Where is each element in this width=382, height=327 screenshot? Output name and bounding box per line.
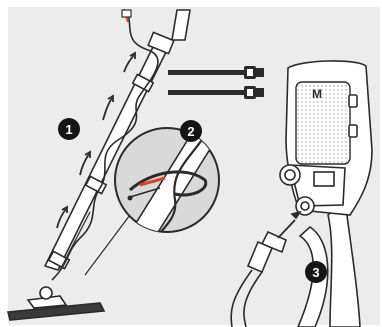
step-number: 3 <box>312 265 319 280</box>
step-badge-3: 3 <box>305 261 327 283</box>
step-number: 1 <box>65 122 72 137</box>
step-badge-2: 2 <box>180 120 202 142</box>
cable-top-connector <box>122 10 131 17</box>
step-badge-1: 1 <box>58 118 80 140</box>
step-number: 2 <box>187 124 194 139</box>
logo-mark: M <box>312 87 322 101</box>
